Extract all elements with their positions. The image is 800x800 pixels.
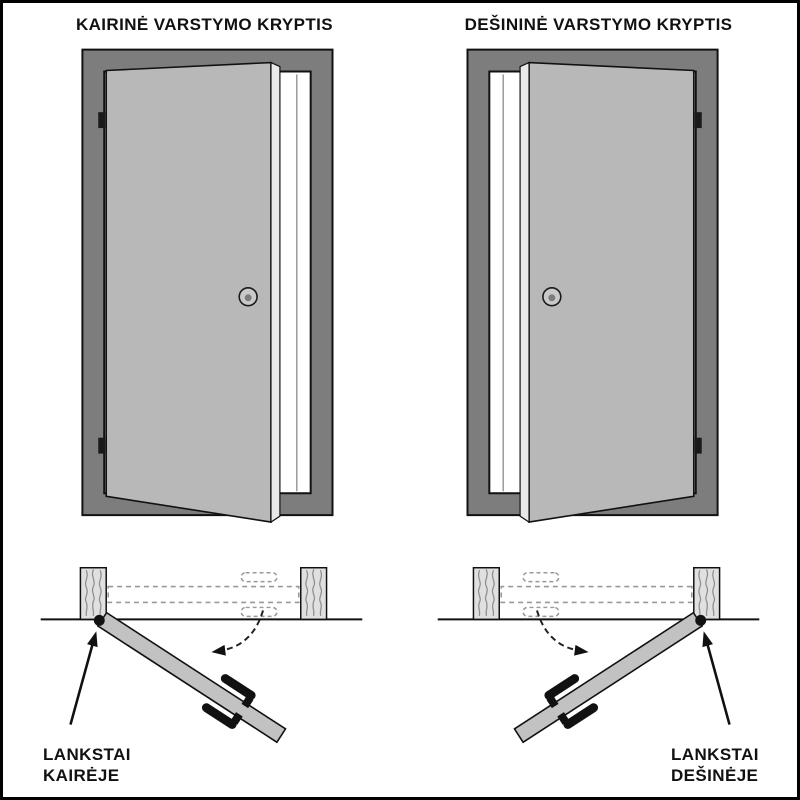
diagram-canvas: [39, 48, 761, 756]
hinges-right-label-line1: LANKSTAI: [671, 745, 759, 764]
left-diagram-title: KAIRINĖ VARSTYMO KRYPTIS: [75, 15, 334, 34]
hinges-left-label: LANKSTAI KAIRĖJE: [43, 744, 131, 786]
hinges-left-label-line1: LANKSTAI: [43, 745, 131, 764]
right-diagram-title: DEŠININĖ VARSTYMO KRYPTIS: [464, 15, 733, 34]
right-opening-diagram: [436, 48, 761, 756]
hinges-right-label-line2: DEŠINĖJE: [671, 766, 759, 785]
hinges-left-label-line2: KAIRĖJE: [43, 766, 120, 785]
hinges-right-label: LANKSTAI DEŠINĖJE: [671, 744, 759, 786]
left-opening-diagram: [39, 48, 364, 756]
